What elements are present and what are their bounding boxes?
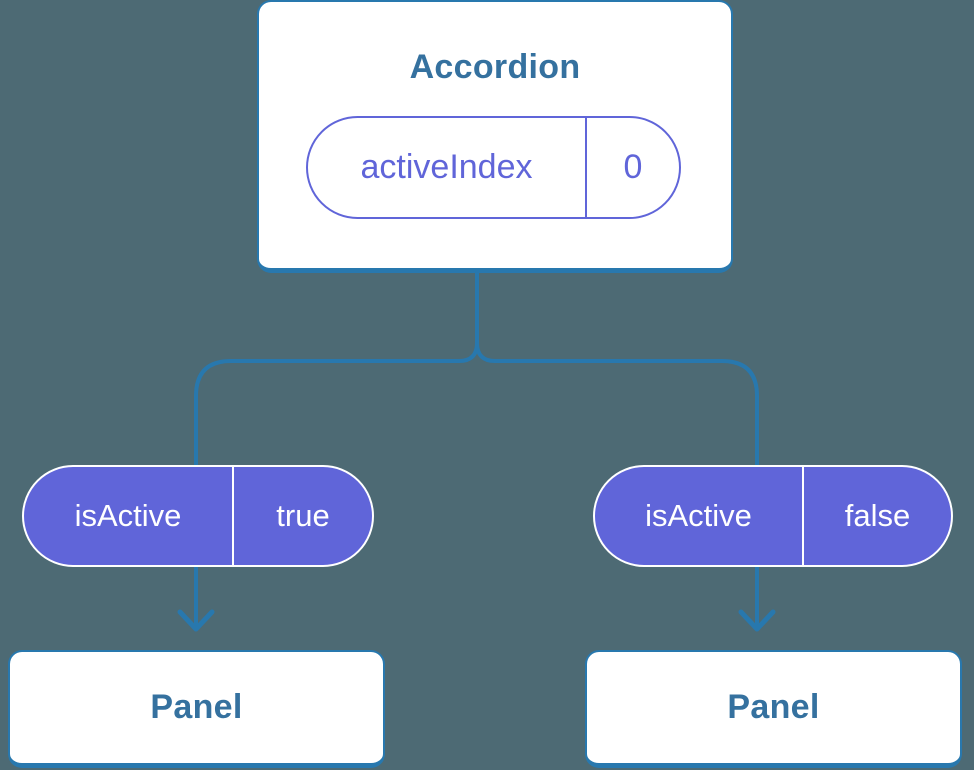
accordion-node: Accordion activeIndex 0 [257,0,733,273]
connector-right-branch [475,342,759,628]
state-pill-activeindex: activeIndex 0 [306,116,681,219]
panel-node-right: Panel [585,650,962,768]
panel-title: Panel [150,688,243,726]
prop-value-label: true [232,467,372,565]
prop-pill-isactive-false: isActive false [593,465,953,567]
prop-name-label: isActive [645,498,752,533]
arrowhead-left-icon [177,609,215,632]
prop-name-label: isActive [74,498,182,533]
accordion-title: Accordion [409,48,581,86]
state-value-label: 0 [585,118,679,217]
panel-node-left: Panel [8,650,385,768]
connector-left-branch [194,270,479,628]
arrowhead-right-icon [738,609,776,632]
prop-value-label: false [802,467,951,565]
prop-pill-isactive-true: isActive true [22,465,374,567]
state-name-label: activeIndex [360,148,533,186]
panel-title: Panel [727,688,820,726]
